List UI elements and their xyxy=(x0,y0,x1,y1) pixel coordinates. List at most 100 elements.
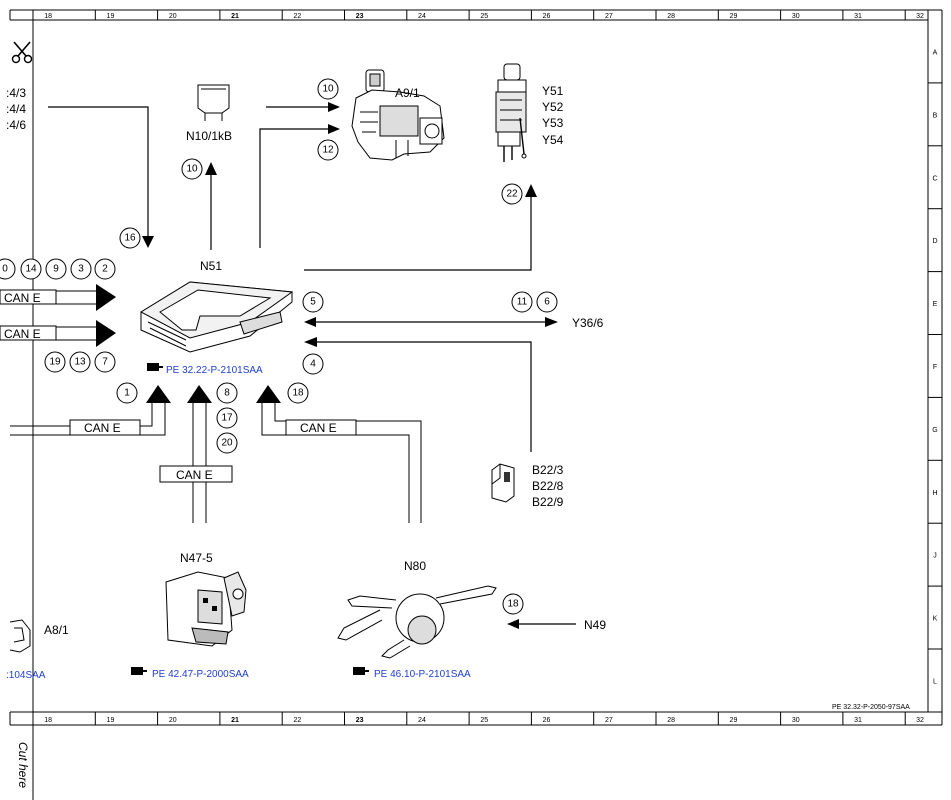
grid-row-E: E xyxy=(933,301,938,308)
callout-c-left-partial: 0 xyxy=(0,258,16,280)
callout-c3: 3 xyxy=(70,258,92,280)
can-bus-mid xyxy=(159,385,233,523)
svg-text:12: 12 xyxy=(322,145,334,156)
wire-n51-to-n10 xyxy=(205,162,217,250)
key-a8-icon xyxy=(9,619,31,653)
y51-label: Y51 xyxy=(542,84,564,98)
hand-pointer-icon xyxy=(131,667,147,675)
n49-label: N49 xyxy=(584,618,606,632)
svg-text:19: 19 xyxy=(49,357,61,368)
svg-text:18: 18 xyxy=(507,599,519,610)
callout-c16: 16 xyxy=(119,227,141,249)
grid-col-bottom-30: 30 xyxy=(792,717,800,724)
sheet-frame xyxy=(9,9,943,800)
grid-col-bottom-27: 27 xyxy=(605,717,613,724)
svg-text:20: 20 xyxy=(221,438,233,449)
can-bus-right xyxy=(256,385,422,523)
scissors-icon xyxy=(11,41,33,64)
left-label-1: :4/3 xyxy=(6,86,26,100)
grid-col-top-27: 27 xyxy=(605,13,613,20)
svg-text:11: 11 xyxy=(517,297,528,308)
grid-col-bottom-23: 23 xyxy=(356,717,364,724)
n47-ref: PE 42.47-P-2000SAA xyxy=(152,669,249,680)
grid-col-bottom-18: 18 xyxy=(44,717,52,724)
grid-column-ticks: 1818191920202121222223232424252526262727… xyxy=(32,10,924,725)
callout-c10-a9: 10 xyxy=(317,78,339,100)
svg-text:10: 10 xyxy=(186,164,198,175)
sensor-b22-icon xyxy=(491,463,515,503)
hand-pointer-icon xyxy=(353,667,369,675)
grid-col-bottom-28: 28 xyxy=(667,717,675,724)
grid-row-F: F xyxy=(933,364,937,371)
svg-text:22: 22 xyxy=(506,189,518,200)
grid-row-A: A xyxy=(933,49,938,56)
callout-c22: 22 xyxy=(501,183,523,205)
callout-c20: 20 xyxy=(216,432,238,454)
grid-col-bottom-26: 26 xyxy=(543,717,551,724)
svg-text:16: 16 xyxy=(124,233,136,244)
steering-module-n80-icon xyxy=(337,585,497,659)
callout-c18-top: 18 xyxy=(287,382,309,404)
can-label-bus-right: CAN E xyxy=(300,421,337,435)
grid-col-top-21: 21 xyxy=(231,13,239,20)
n47-label: N47-5 xyxy=(180,551,213,565)
grid-col-top-23: 23 xyxy=(356,13,364,20)
control-unit-n51-icon xyxy=(139,281,294,353)
svg-text:0: 0 xyxy=(2,264,8,275)
grid-col-bottom-31: 31 xyxy=(854,717,862,724)
callout-c14: 14 xyxy=(20,258,42,280)
grid-col-bottom-29: 29 xyxy=(730,717,738,724)
svg-text:9: 9 xyxy=(53,264,59,275)
callout-c5: 5 xyxy=(302,291,324,313)
svg-text:7: 7 xyxy=(102,357,108,368)
wire-to-a9-top xyxy=(266,102,340,112)
grid-row-H: H xyxy=(932,490,937,497)
callout-c6: 6 xyxy=(536,291,558,313)
a8-label: A8/1 xyxy=(44,623,69,637)
wire-n51-to-y51 xyxy=(304,184,537,271)
n51-label: N51 xyxy=(200,259,222,273)
svg-text:13: 13 xyxy=(74,357,86,368)
grid-col-top-25: 25 xyxy=(480,13,488,20)
grid-col-top-26: 26 xyxy=(543,13,551,20)
can-label-bus-mid: CAN E xyxy=(176,468,213,482)
svg-text:8: 8 xyxy=(224,388,230,399)
grid-row-G: G xyxy=(932,427,937,434)
wire-left-to-n51 xyxy=(48,106,154,248)
grid-col-bottom-25: 25 xyxy=(480,717,488,724)
grid-col-top-30: 30 xyxy=(792,13,800,20)
grid-col-top-29: 29 xyxy=(730,13,738,20)
grid-col-top-28: 28 xyxy=(667,13,675,20)
can-bus-input-top xyxy=(0,284,116,311)
esp-unit-n47-icon xyxy=(165,571,247,647)
callout-c17: 17 xyxy=(216,407,238,429)
callout-c7: 7 xyxy=(94,351,116,373)
y52-label: Y52 xyxy=(542,100,564,114)
svg-text:6: 6 xyxy=(544,297,550,308)
y53-label: Y53 xyxy=(542,116,564,130)
n10-label: N10/1kB xyxy=(186,129,232,143)
left-label-2: :4/4 xyxy=(6,102,26,116)
grid-col-top-31: 31 xyxy=(854,13,862,20)
grid-row-K: K xyxy=(933,616,938,623)
grid-col-bottom-21: 21 xyxy=(231,717,239,724)
grid-row-J: J xyxy=(933,553,937,560)
callout-c1: 1 xyxy=(116,382,138,404)
svg-text:17: 17 xyxy=(221,413,233,424)
y36-label: Y36/6 xyxy=(572,316,604,330)
can-bus-input-bottom xyxy=(0,320,116,347)
grid-col-bottom-22: 22 xyxy=(293,717,301,724)
y54-label: Y54 xyxy=(542,133,564,147)
svg-text:2: 2 xyxy=(102,264,108,275)
grid-row-B: B xyxy=(933,112,938,119)
callout-c12-a9: 12 xyxy=(317,139,339,161)
b22-8-label: B22/8 xyxy=(532,479,564,493)
wire-n49-to-n80 xyxy=(507,619,576,629)
wire-b22-to-n51 xyxy=(304,337,532,452)
valve-y51-icon xyxy=(495,63,527,162)
grid-col-top-18: 18 xyxy=(44,13,52,20)
grid-row-D: D xyxy=(932,238,937,245)
